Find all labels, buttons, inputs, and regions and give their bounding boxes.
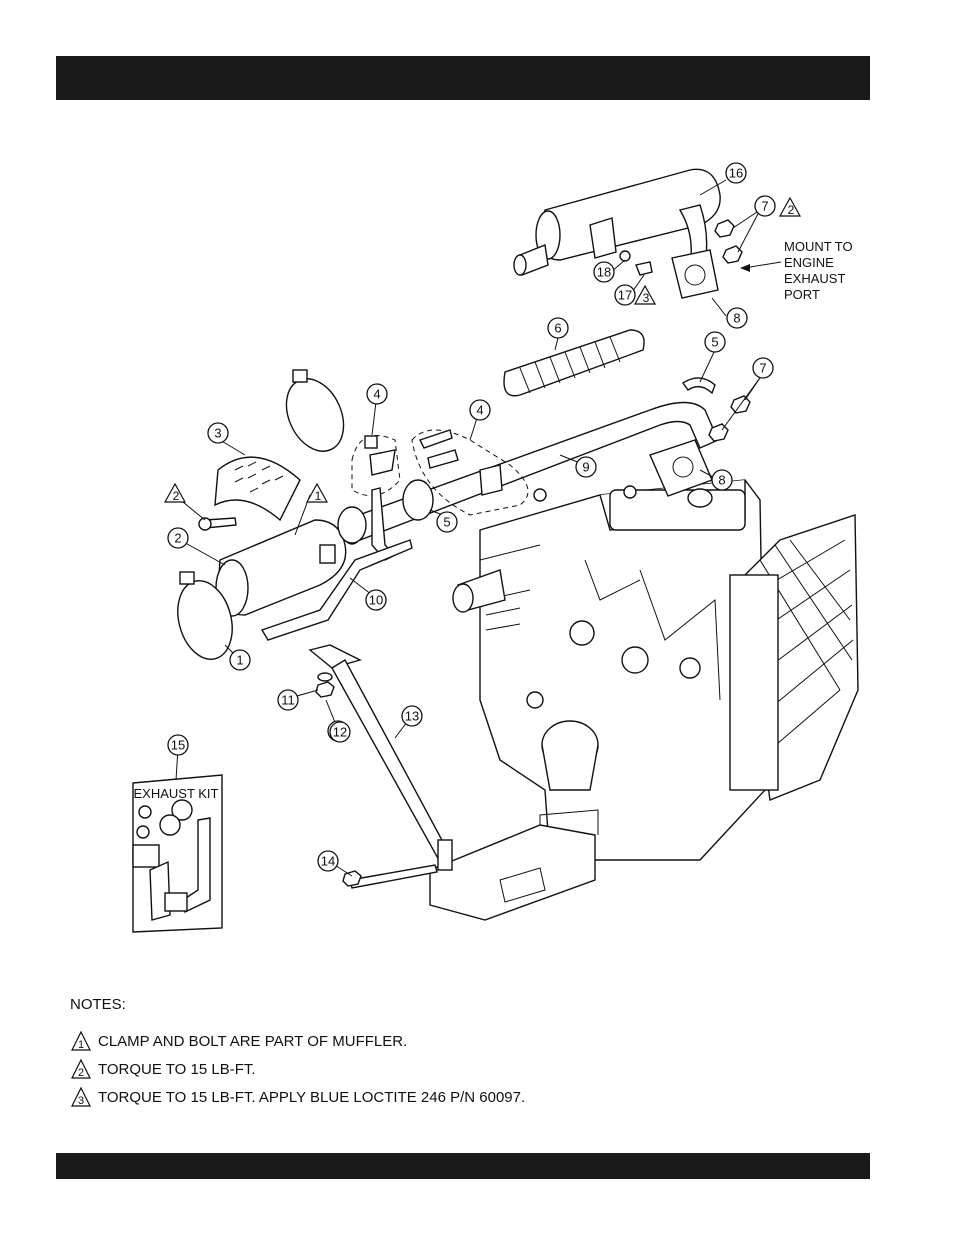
svg-text:3: 3 (78, 1095, 84, 1107)
callout-6: 6 (548, 318, 568, 338)
callout-12: 12 (330, 722, 350, 742)
exhaust-kit-label: EXHAUST KIT (133, 786, 218, 801)
note-2: 2 TORQUE TO 15 LB-FT. (70, 1058, 525, 1080)
svg-text:5: 5 (443, 515, 450, 530)
svg-text:PORT: PORT (784, 287, 820, 302)
callout-8-top: 8 (727, 308, 747, 328)
callout-2: 2 (168, 528, 188, 548)
callout-1-upper: 1 (230, 650, 250, 670)
muffler-top (514, 169, 742, 298)
svg-text:12: 12 (333, 725, 347, 740)
svg-text:6: 6 (554, 321, 561, 336)
callout-14: 14 (318, 851, 338, 871)
svg-text:MOUNT TO: MOUNT TO (784, 239, 853, 254)
svg-text:2: 2 (174, 531, 181, 546)
callout-3: 3 (208, 423, 228, 443)
svg-text:18: 18 (597, 265, 611, 280)
flex-pipe (504, 330, 644, 396)
svg-text:15: 15 (171, 738, 185, 753)
svg-text:7: 7 (759, 361, 766, 376)
callout-10: 10 (366, 590, 386, 610)
exhaust-kit: EXHAUST KIT (133, 775, 222, 932)
svg-text:11: 11 (281, 693, 295, 708)
callout-17: 17 (615, 285, 635, 305)
callout-7-mid: 7 (753, 358, 773, 378)
svg-text:2: 2 (78, 1067, 84, 1079)
svg-text:3: 3 (214, 426, 221, 441)
callout-8-mid: 8 (712, 470, 732, 490)
warning-3: 3 (635, 286, 655, 305)
warning-1: 1 (307, 484, 327, 503)
callout-4-right: 4 (470, 400, 490, 420)
callout-11: 11 (278, 690, 298, 710)
svg-text:8: 8 (733, 311, 740, 326)
notes-section: NOTES: 1 CLAMP AND BOLT ARE PART OF MUFF… (70, 997, 525, 1114)
callout-4-left: 4 (367, 384, 387, 404)
svg-text:2: 2 (788, 203, 795, 217)
svg-text:8: 8 (718, 473, 725, 488)
svg-text:1: 1 (236, 653, 243, 668)
warning-2-top: 2 (780, 198, 800, 217)
notes-title: NOTES: (70, 997, 525, 1012)
svg-text:16: 16 (729, 166, 743, 181)
callout-18: 18 (594, 262, 614, 282)
warning-triangle-icon: 3 (70, 1086, 92, 1108)
mount-to-engine-label: MOUNT TO ENGINE EXHAUST PORT (784, 239, 853, 302)
svg-text:ENGINE: ENGINE (784, 255, 834, 270)
callout-13: 13 (402, 706, 422, 726)
engine-illustration (430, 480, 858, 920)
exhaust-exploded-diagram: EXHAUST KIT 1 1 2 3 4 4 5 5 6 7 7 8 8 9 … (0, 100, 954, 980)
callout-5-lower: 5 (437, 512, 457, 532)
svg-text:7: 7 (761, 199, 768, 214)
note-1: 1 CLAMP AND BOLT ARE PART OF MUFFLER. (70, 1030, 525, 1052)
svg-text:10: 10 (369, 593, 383, 608)
svg-text:EXHAUST: EXHAUST (784, 271, 845, 286)
svg-text:13: 13 (405, 709, 419, 724)
callout-9: 9 (576, 457, 596, 477)
svg-text:4: 4 (373, 387, 380, 402)
footer-bar (56, 1153, 870, 1179)
svg-text:1: 1 (78, 1039, 84, 1051)
callout-15: 15 (168, 735, 188, 755)
callout-5-upper: 5 (705, 332, 725, 352)
svg-text:9: 9 (582, 460, 589, 475)
svg-text:4: 4 (476, 403, 483, 418)
note-2-text: TORQUE TO 15 LB-FT. (98, 1062, 256, 1077)
svg-text:5: 5 (711, 335, 718, 350)
note-1-text: CLAMP AND BOLT ARE PART OF MUFFLER. (98, 1034, 407, 1049)
note-3-text: TORQUE TO 15 LB-FT. APPLY BLUE LOCTITE 2… (98, 1090, 525, 1105)
svg-text:3: 3 (643, 291, 650, 305)
callout-7-top: 7 (755, 196, 775, 216)
svg-text:1: 1 (315, 489, 322, 503)
warning-triangle-icon: 1 (70, 1030, 92, 1052)
header-bar (56, 56, 870, 100)
note-3: 3 TORQUE TO 15 LB-FT. APPLY BLUE LOCTITE… (70, 1086, 525, 1108)
warning-triangle-icon: 2 (70, 1058, 92, 1080)
svg-text:17: 17 (618, 288, 632, 303)
warning-2-left: 2 (165, 484, 185, 503)
callout-16: 16 (726, 163, 746, 183)
svg-text:14: 14 (321, 854, 335, 869)
svg-text:2: 2 (173, 489, 180, 503)
